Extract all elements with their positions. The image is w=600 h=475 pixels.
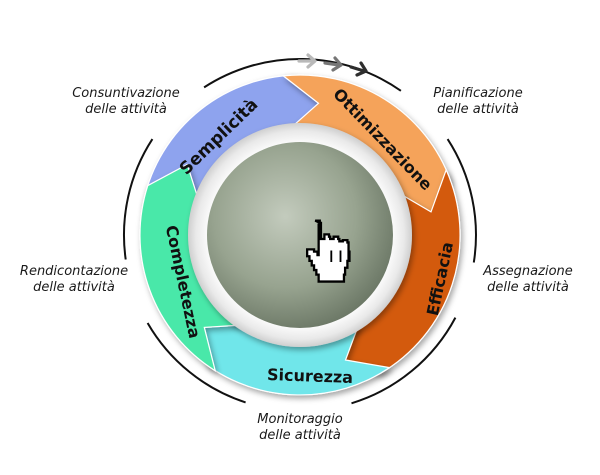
label-pianificazione: Pianificazione delle attività	[433, 86, 523, 117]
outer-ring-arcs	[123, 58, 477, 405]
outer-arc	[203, 58, 402, 92]
segment-label-sicurezza: Sicurezza	[267, 365, 354, 387]
outer-arc	[351, 317, 457, 405]
arrow-3-icon	[349, 61, 368, 77]
arrow-1-icon	[297, 53, 317, 69]
arrow-2-icon	[323, 56, 343, 72]
label-assegnazione: Assegnazione delle attività	[483, 264, 573, 295]
outer-arc	[123, 138, 154, 260]
direction-arrows-icon	[297, 53, 368, 77]
outer-arc	[146, 322, 246, 404]
center-sphere	[207, 142, 393, 328]
outer-arc	[446, 138, 477, 263]
label-monitoraggio: Monitoraggio delle attività	[257, 412, 343, 443]
label-consuntivazione: Consuntivazione delle attività	[72, 86, 180, 117]
label-rendicontazione: Rendicontazione delle attività	[19, 264, 129, 295]
hand-pointer-icon	[306, 219, 351, 283]
